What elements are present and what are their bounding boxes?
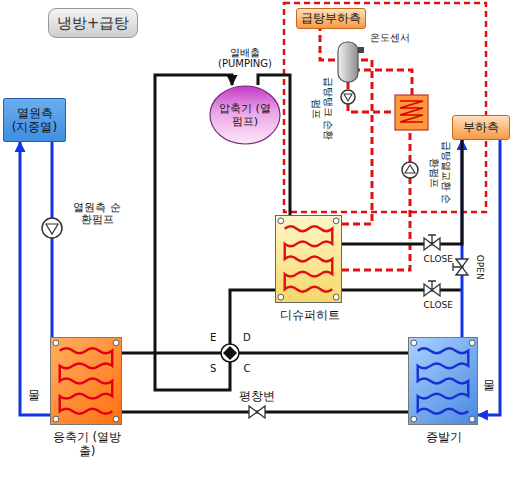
pipe-connector — [122, 290, 275, 353]
sensor-label: 온도센서 — [370, 32, 410, 44]
source-box: 열원측 (지중열) — [3, 98, 66, 142]
valve-state: CLOSE — [424, 254, 453, 264]
open-valve — [453, 259, 468, 275]
node-caption: 디슈퍼히트 — [246, 308, 373, 322]
port-letter: D — [243, 332, 251, 344]
flow-note: 열배출 (PUMPING) — [208, 47, 282, 70]
valve-state: OPEN — [474, 255, 484, 280]
node-text: 급탕부하측 — [301, 11, 361, 25]
compressor-node: 압축기 (열펌프) — [209, 85, 281, 145]
valve-state: CLOSE — [424, 300, 453, 310]
pipe-label: 물 — [27, 389, 41, 402]
coil-symbol — [276, 216, 341, 302]
load-box: 급탕부하측 — [296, 8, 366, 29]
close-valve — [424, 281, 440, 296]
node-text: 열원측 (지중열) — [7, 106, 62, 135]
tank-pipe — [358, 70, 412, 95]
hot-water-region — [284, 3, 486, 212]
node-caption: 증발기 — [379, 430, 509, 444]
desuperheater: 디슈퍼히트 — [275, 215, 342, 303]
pipe-connector — [20, 142, 50, 415]
coil-symbol — [409, 338, 477, 424]
heat-exchanger-symbol — [395, 95, 428, 130]
pump-symbol — [341, 90, 355, 104]
four-way-valve — [221, 344, 239, 362]
coil-symbol — [51, 338, 121, 424]
load-box: 부하측 — [452, 115, 510, 140]
close-valve — [424, 235, 440, 250]
pipe-connector — [51, 142, 54, 337]
pump-symbol — [402, 162, 418, 178]
title-box: 냉방+급탕 — [48, 8, 138, 38]
node-text: 부하측 — [463, 120, 499, 134]
hot-water-tank — [338, 42, 364, 82]
port-letter: S — [210, 363, 216, 375]
pump-label: 급탕탱크 순환펌프 — [311, 74, 334, 142]
port-letter: C — [244, 363, 251, 375]
expansion-valve — [249, 406, 265, 418]
pump-symbol — [42, 218, 62, 238]
condenser: 응축기 (열방출) — [50, 337, 122, 425]
water-pipe — [342, 289, 462, 292]
node-text: 압축기 (열펌프) — [215, 102, 275, 128]
node-caption: 응축기 (열방출) — [47, 430, 127, 459]
pump-label: 열원측 순환펌프 — [69, 201, 125, 225]
port-letter: E — [210, 332, 216, 344]
pump-label: 급탕열교환 순환펌프 — [429, 138, 452, 206]
pipe-connector — [155, 75, 408, 390]
title-text: 냉방+급탕 — [57, 14, 130, 33]
hot-water-pipe — [342, 130, 410, 270]
evaporator: 증발기 — [408, 337, 478, 425]
pipe-label: 물 — [482, 379, 496, 392]
pipe-label: 평창변 — [238, 390, 276, 403]
